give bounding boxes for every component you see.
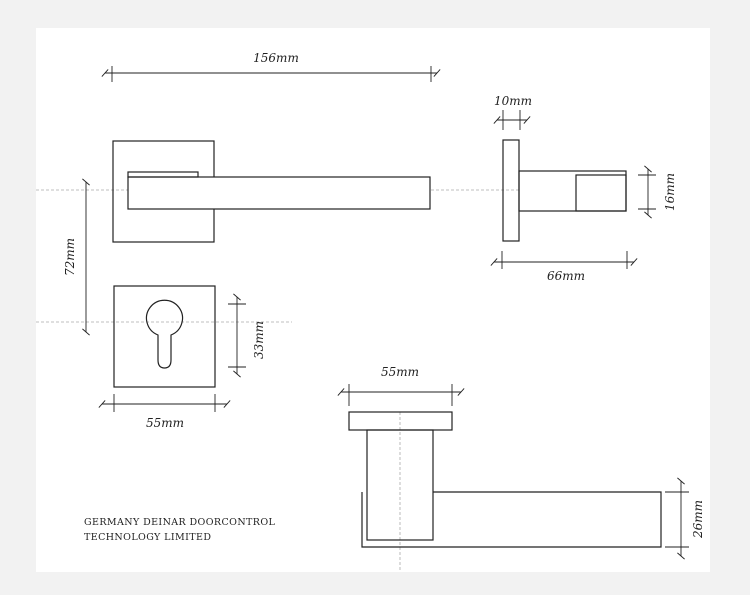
side-view [502, 139, 627, 242]
top-view [348, 411, 662, 548]
dim-label-72: 72mm [63, 238, 77, 276]
escutcheon-plate [113, 285, 216, 388]
company-name: GERMANY DEINAR DOORCONTROL TECHNOLOGY LI… [84, 515, 275, 545]
dim-label-66: 66mm [547, 269, 585, 283]
top-lever-outline [361, 491, 662, 548]
lever-arm [127, 176, 431, 210]
dimension-labels: 156mm 10mm 16mm 66mm 72mm 33mm 55mm 55mm… [63, 51, 705, 539]
top-rose [348, 411, 453, 431]
drawing-sheet [36, 28, 710, 572]
dim-label-26: 26mm [691, 500, 705, 539]
cylinder-keyhole [145, 299, 184, 369]
lever-neck [127, 171, 199, 178]
side-lever-end [575, 174, 627, 212]
front-view-escutcheon [113, 285, 216, 388]
side-rose [502, 139, 520, 242]
dim-label-33: 33mm [252, 321, 266, 359]
dim-label-55-front: 55mm [146, 416, 184, 430]
dim-label-10: 10mm [494, 94, 532, 108]
dim-label-55-top: 55mm [381, 365, 419, 379]
company-name-line-1: GERMANY DEINAR DOORCONTROL [84, 517, 276, 528]
dim-label-156: 156mm [253, 51, 299, 65]
top-neck [366, 429, 434, 541]
side-lever-body [518, 170, 627, 212]
dimension-lines [82, 66, 689, 560]
company-name-line-2: TECHNOLOGY LIMITED [84, 532, 212, 543]
front-view-handle [112, 140, 431, 243]
dim-label-16: 16mm [663, 173, 677, 211]
